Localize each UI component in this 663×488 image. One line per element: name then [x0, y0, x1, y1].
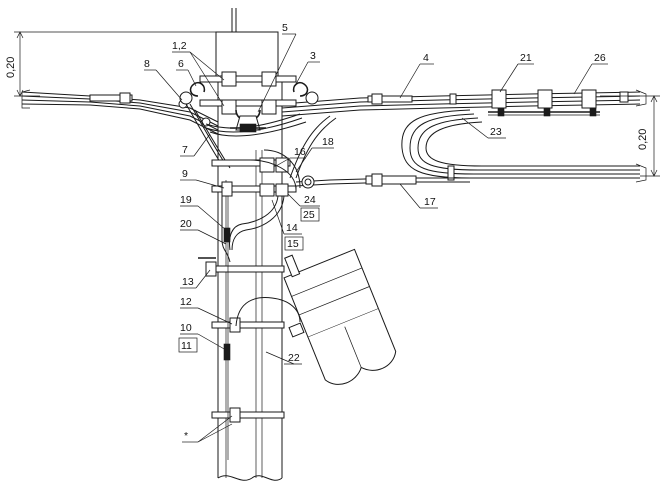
callout-13: 13 [182, 276, 194, 288]
callout-7: 7 [182, 144, 188, 156]
middle-hardware [211, 149, 301, 263]
callout-21: 21 [520, 52, 532, 64]
callout-25: 25 [303, 209, 315, 221]
lower-right-cable [289, 115, 470, 189]
callout-22: 22 [288, 352, 300, 364]
callout-24: 24 [304, 194, 316, 206]
callout-16: 16 [294, 146, 306, 158]
cable-loop [401, 109, 647, 183]
dimension-left: 0,20 [5, 31, 222, 97]
dimension-left-label: 0,20 [5, 57, 17, 78]
left-cable-bundle [21, 89, 231, 169]
right-cable-bundle-upper [281, 89, 647, 117]
luminaire [283, 248, 397, 385]
callout-17: 17 [424, 196, 436, 208]
callout-11: 11 [181, 340, 192, 352]
upper-crossarm [179, 71, 319, 137]
callout-15: 15 [287, 238, 299, 250]
callout-6: 6 [178, 58, 184, 70]
callout-18: 18 [322, 136, 334, 148]
lower-bands [198, 196, 301, 460]
callout-5: 5 [282, 22, 288, 34]
callout-4: 4 [423, 52, 429, 64]
callouts: 1,2 5 3 4 6 8 7 9 19 [144, 22, 608, 443]
callout-1-2: 1,2 [172, 40, 187, 52]
callout-10: 10 [180, 322, 192, 334]
callout-26: 26 [594, 52, 606, 64]
callout-20: 20 [180, 218, 192, 230]
callout-8: 8 [144, 58, 150, 70]
callout-9: 9 [182, 168, 188, 180]
dimension-right: 0,20 [600, 95, 660, 177]
callout-12: 12 [180, 296, 192, 308]
dimension-right-label: 0,20 [637, 129, 649, 150]
callout-star: * [184, 430, 188, 442]
callout-23: 23 [490, 126, 502, 138]
callout-14: 14 [286, 222, 298, 234]
callout-19: 19 [180, 194, 192, 206]
callout-3: 3 [310, 50, 316, 62]
